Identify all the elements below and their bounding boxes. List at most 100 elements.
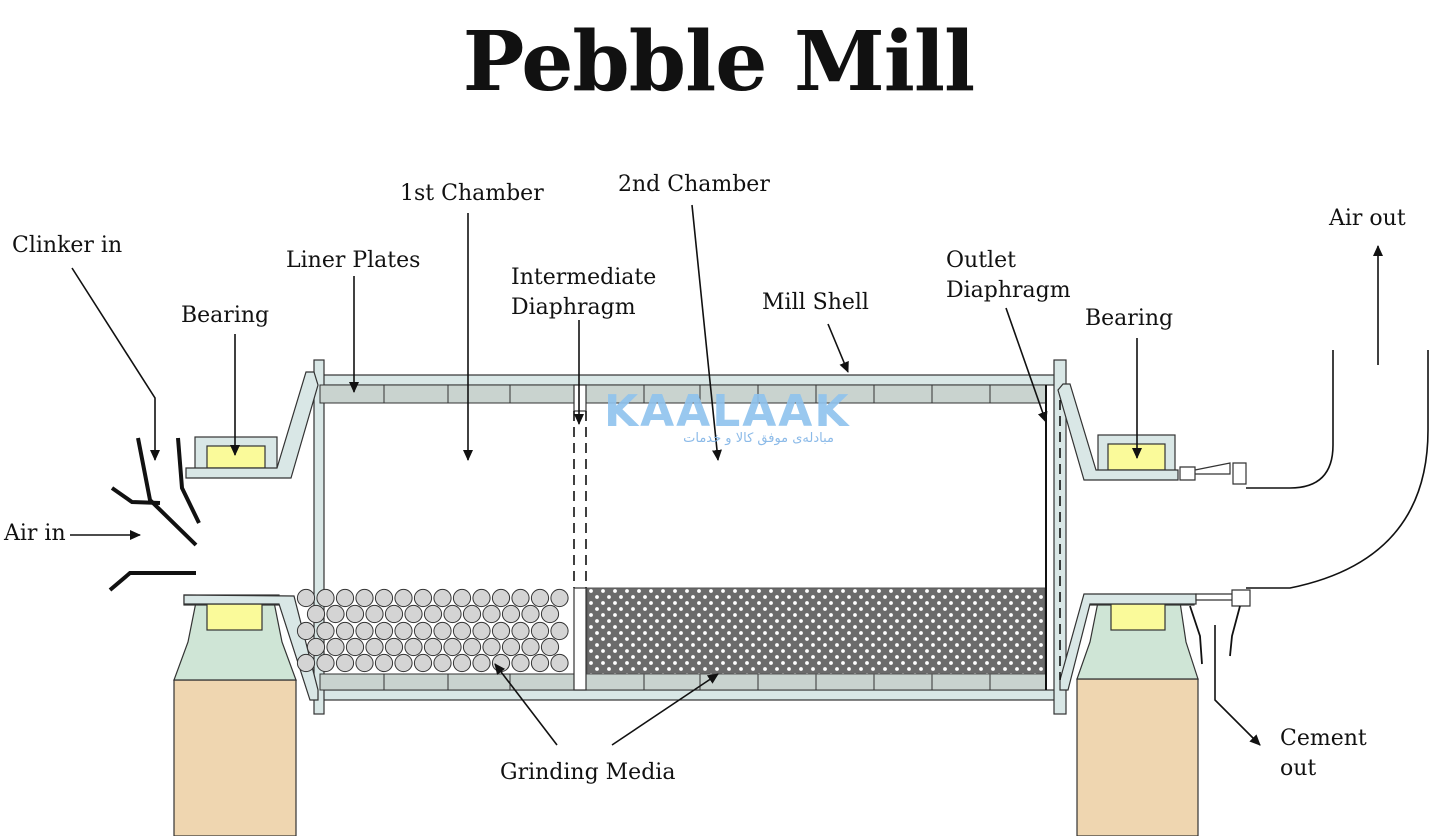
pebble [413,621,433,641]
pebble [306,604,326,624]
grinding-media-pebbles [296,588,569,673]
pebble [296,621,316,641]
pebble [433,588,452,608]
label-intermediate-line1: Intermediate [511,265,656,290]
pebble [326,637,345,657]
liner-plate [873,384,933,404]
liner-plate [931,384,991,404]
pebble [530,653,550,673]
label-clinker-in: Clinker in [12,233,122,258]
liner-plates-bottom [319,673,1047,691]
liner-plate [815,673,875,691]
pebble [413,588,433,608]
label-air-out: Air out [1328,206,1406,231]
pebble [404,604,423,624]
label-outlet-line2: Diaphragm [946,278,1071,303]
right-outlet-trunnion-top [1057,383,1179,481]
label-cement-line2: out [1280,756,1316,781]
pebble [365,637,384,657]
pebble [452,653,472,673]
label-bearing-left: Bearing [181,303,269,328]
liner-plate [383,673,449,691]
liner-plate [757,673,817,691]
pebble [501,604,521,624]
label-intermediate-line2: Diaphragm [511,295,636,320]
liner-plate [509,384,575,404]
pebble [511,588,530,608]
pebble [355,588,374,608]
pebble [433,621,452,641]
pebble [491,588,511,608]
pebble [530,588,550,608]
pebble [335,588,355,608]
pebble [413,653,433,673]
pebble [491,653,511,673]
pebble [452,588,472,608]
pebble [296,588,316,608]
watermark: KAALAAK مبادله‌ی موفق کالا و خدمات [604,386,850,446]
pebble [521,604,540,624]
pebble [472,588,491,608]
pebble [550,588,569,608]
cement-discharge-chute [1189,605,1241,665]
intermediate-diaphragm-bottom [573,587,587,691]
pebble [345,637,365,657]
page-title: Pebble Mill [462,14,975,110]
feed-chute-inner [176,437,201,524]
mill-shell-bottom [315,689,1063,701]
left-top-bearing [206,445,266,469]
pebble [501,637,521,657]
mill-shell-top [315,374,1063,386]
pebble [472,653,491,673]
liner-plate [447,384,511,404]
pebble [394,588,413,608]
pebble [530,621,550,641]
pebble [394,653,413,673]
pebble [540,604,560,624]
grinding-media-fine [586,587,1046,675]
pebble [443,604,462,624]
pebble [316,653,335,673]
pebble [384,637,404,657]
left-inlet-trunnion-bottom [183,594,319,701]
pebble [404,637,423,657]
pebble [296,653,316,673]
liner-plate [319,384,385,404]
pebble [316,588,335,608]
liner-plate [873,673,933,691]
pebble [482,637,501,657]
label-cement-line1: Cement [1280,726,1367,751]
pebble [511,653,530,673]
left-head-flange [313,359,325,715]
label-grinding-media: Grinding Media [500,760,675,785]
pebble [374,653,394,673]
pebble [491,621,511,641]
air-inlet-lip [108,571,196,592]
annotation-arrows [70,204,1383,746]
pebble [521,637,540,657]
watermark-tagline: مبادله‌ی موفق کالا و خدمات [683,431,834,446]
feed-chute-outer [136,437,198,547]
pebble [335,621,355,641]
pebble [423,604,443,624]
pebble [462,637,482,657]
pebble [306,637,326,657]
label-bearing-right: Bearing [1085,306,1173,331]
label-first-chamber: 1st Chamber [400,181,544,206]
pebble [374,588,394,608]
liner-plate [989,673,1047,691]
pebble [316,621,335,641]
pebble [550,621,569,641]
pebble [550,653,569,673]
pebble [423,637,443,657]
pebble [540,637,560,657]
pebble [443,637,462,657]
intermediate-diaphragm-top [573,384,587,412]
watermark-brand: KAALAAK [604,386,850,437]
label-outlet-line1: Outlet [946,248,1016,273]
pebble [452,621,472,641]
pebble [472,621,491,641]
liner-plate [931,673,991,691]
pebble [462,604,482,624]
